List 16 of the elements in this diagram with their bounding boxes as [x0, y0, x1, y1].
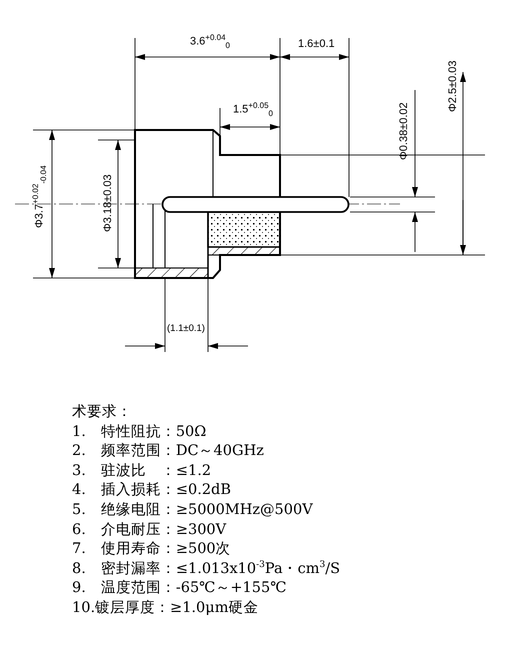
dimension-label: (1.1±0.1) [167, 323, 205, 335]
requirement-item: 9. 温度范围：-65℃～+155℃ [72, 579, 286, 598]
dimension-label: Φ2.5±0.03 [447, 60, 459, 112]
requirement-item: 3. 驻波比 ：≤1.2 [72, 462, 212, 480]
requirements-heading: 术要求： [72, 403, 132, 421]
requirement-item: 7. 使用寿命：≥500次 [72, 540, 231, 558]
dimension-label: Φ0.38±0.02 [398, 102, 410, 160]
requirement-item: 1. 特性阻抗：50Ω [72, 422, 206, 441]
dimension-label: 1.6±0.1 [298, 38, 335, 50]
requirement-item: 8. 密封漏率：≤1.013x10$^{-3}$Pa・cm$^{3}$/S [72, 560, 340, 578]
requirement-item: 10.镀层厚度：≥1.0μm硬金 [72, 599, 258, 617]
requirement-item: 2. 频率范围：DC～40GHz [72, 442, 264, 460]
dimension-label: Φ3.18±0.03 [102, 174, 114, 232]
requirement-item: 5. 绝缘电阻：≥5000MHz@500V [72, 501, 313, 519]
requirement-item: 4. 插入损耗：≤0.2dB [72, 481, 231, 500]
requirement-item: 6. 介电耐压：≥300V [72, 520, 226, 539]
